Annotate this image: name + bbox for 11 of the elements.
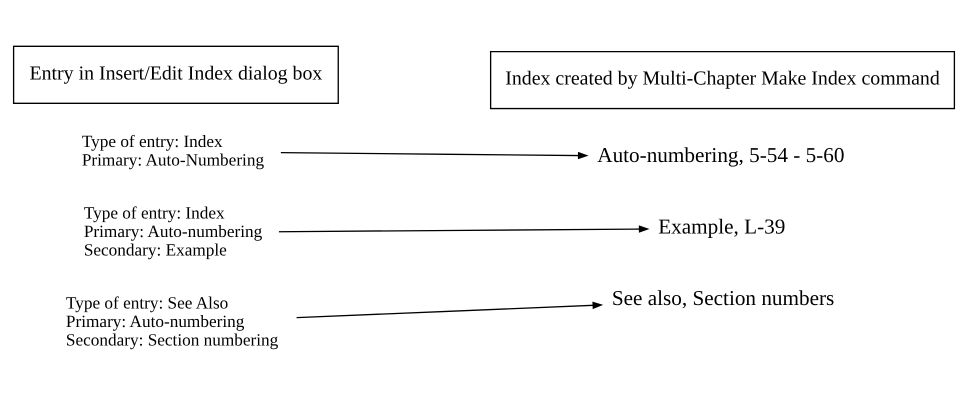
arrow (280, 152, 589, 160)
node-text: Example, L-39 (658, 214, 786, 239)
node-text: See also, Section numbers (612, 286, 834, 310)
node-text: Type of entry: Index Primary: Auto-numbering Secondary: Example (84, 203, 262, 260)
arrow (278, 225, 650, 233)
node-text: Type of entry: Index Primary: Auto-Numbering (82, 132, 264, 170)
arrow (296, 302, 604, 318)
label: Entry in Insert/Edit Index dialog box (29, 62, 322, 84)
node-text: Type of entry: See Also Primary: Auto-numbering Secondary: Section numbering (66, 294, 278, 350)
node-text: Auto-numbering, 5-54 - 5-60 (597, 142, 844, 167)
label: Index created by Multi-Chapter Make Index command (505, 68, 940, 90)
